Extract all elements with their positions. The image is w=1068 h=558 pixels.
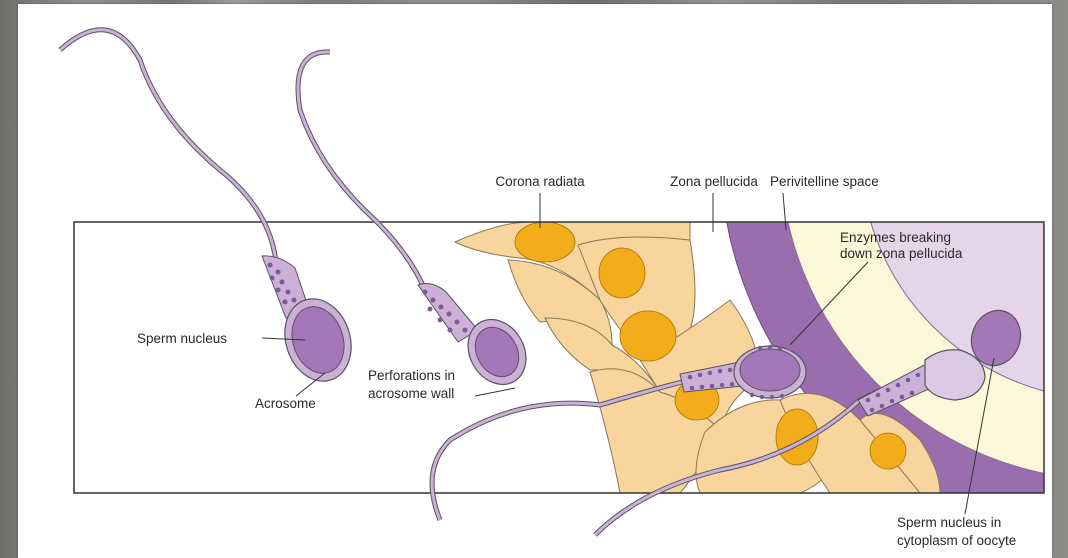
label-perforations-line2: acrosome wall [368,386,454,401]
label-corona-radiata: Corona radiata [495,174,585,189]
label-perforations-line1: Perforations in [368,368,455,383]
label-acrosome: Acrosome [255,396,316,411]
label-enzymes-line2: down zona pellucida [840,246,963,261]
label-enzymes-line1: Enzymes breaking [840,230,951,245]
label-sperm-nucleus: Sperm nucleus [137,331,227,346]
label-sperm-nucleus-oocyte-line1: Sperm nucleus in [897,515,1001,530]
label-sperm-nucleus-oocyte-line2: cytoplasm of oocyte [897,533,1016,548]
label-zona-pellucida: Zona pellucida [670,174,758,189]
label-perivitelline-space: Perivitelline space [770,174,879,189]
